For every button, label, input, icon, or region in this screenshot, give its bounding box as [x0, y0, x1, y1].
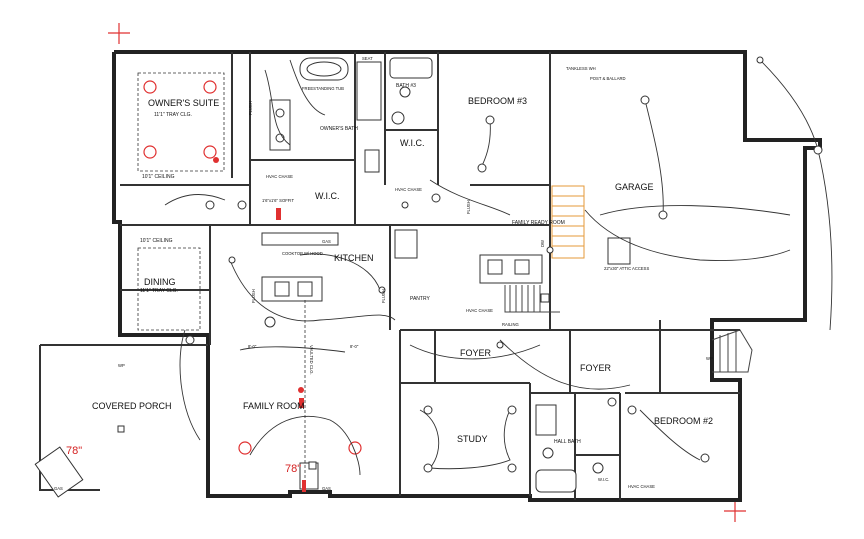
label-hall-bath: HALL BATH: [554, 439, 581, 445]
note-attic-access: 22"x30" ATTIC ACCESS: [604, 266, 649, 271]
note-wp-garage: WP: [706, 356, 713, 361]
label-foyer-left: FOYER: [460, 348, 492, 358]
label-kitchen: KITCHEN: [334, 253, 374, 263]
label-owners-bath: OWNER'S BATH: [320, 126, 358, 132]
note-cooktop: COOKTOP W/ HOOD: [282, 251, 323, 256]
interior-walls: [120, 52, 740, 500]
note-flush-a: FLUSH: [251, 289, 256, 303]
note-hvac-chase-2: HVAC CHASE: [395, 187, 422, 192]
label-ceiling-101: 10'1" CEILING: [142, 174, 175, 180]
note-hvac-chase-4: HVAC CHASE: [628, 484, 655, 489]
label-bedroom-3: BEDROOM #3: [468, 96, 527, 106]
label-family-ready-room: FAMILY READY ROOM: [512, 220, 565, 226]
note-wic-small: W.I.C.: [598, 477, 609, 482]
red-dim-porch: 78": [66, 445, 82, 457]
label-wic-lower: W.I.C.: [315, 191, 340, 201]
note-dim-right: 8'-0": [350, 344, 359, 349]
label-owners-suite: OWNER'S SUITE: [148, 98, 219, 108]
note-flush-b: FLUSH: [381, 289, 386, 303]
red-dim-family: 78": [285, 463, 301, 475]
note-seat: SEAT: [362, 56, 373, 61]
red-lights: [143, 80, 362, 492]
label-pantry: PANTRY: [410, 296, 430, 302]
devices: [117, 56, 823, 473]
hatched-area: [551, 185, 585, 259]
label-foyer-right: FOYER: [580, 363, 612, 373]
note-vaulted: VAULTED CLG.: [309, 345, 314, 375]
fixtures: [34, 57, 753, 498]
label-covered-porch: COVERED PORCH: [92, 401, 172, 411]
note-flush-left: FLUSH: [248, 101, 253, 115]
label-bedroom-2: BEDROOM #2: [654, 416, 713, 426]
wiring: [164, 59, 833, 476]
exterior-walls: [39, 50, 822, 502]
label-dining: DINING: [144, 277, 176, 287]
registration-mark-top-left: [108, 23, 130, 44]
note-tankless: TANKLESS WH: [566, 66, 596, 71]
note-gas-porch: GAS: [54, 486, 63, 491]
note-gas-kitchen: GAS: [322, 239, 331, 244]
note-freestanding-tub: FREESTANDING TUB: [302, 86, 344, 91]
label-bath-3: BATH #3: [396, 83, 416, 89]
note-hvac-chase-1: HVAC CHASE: [266, 174, 293, 179]
note-hvac-chase-3: HVAC CHASE: [466, 308, 493, 313]
note-gas-family: GAS: [322, 486, 331, 491]
registration-mark-bottom-right: [724, 500, 746, 522]
ceiling-outlines: [137, 72, 306, 488]
note-flush-right: FLUSH: [466, 200, 471, 214]
note-post-bollard: POST & BALLARD: [590, 76, 626, 81]
note-dw: DW: [540, 240, 545, 247]
note-soffit: 1'6"x1'6" SOFFIT: [262, 198, 294, 203]
label-wic-upper: W.I.C.: [400, 138, 425, 148]
note-wp-porch: WP: [118, 363, 125, 368]
note-railing: RAILING: [502, 322, 519, 327]
label-family-room: FAMILY ROOM: [243, 401, 305, 411]
label-dining-ceiling-a: 10'1" CEILING: [140, 238, 173, 244]
label-study: STUDY: [457, 434, 488, 444]
label-owners-suite-ceiling: 11'1" TRAY CLG.: [154, 112, 192, 118]
note-dim-left: 8'-0": [248, 344, 257, 349]
label-garage: GARAGE: [615, 182, 654, 192]
label-dining-ceiling-b: 11'1" TRAY CLG.: [140, 288, 178, 294]
